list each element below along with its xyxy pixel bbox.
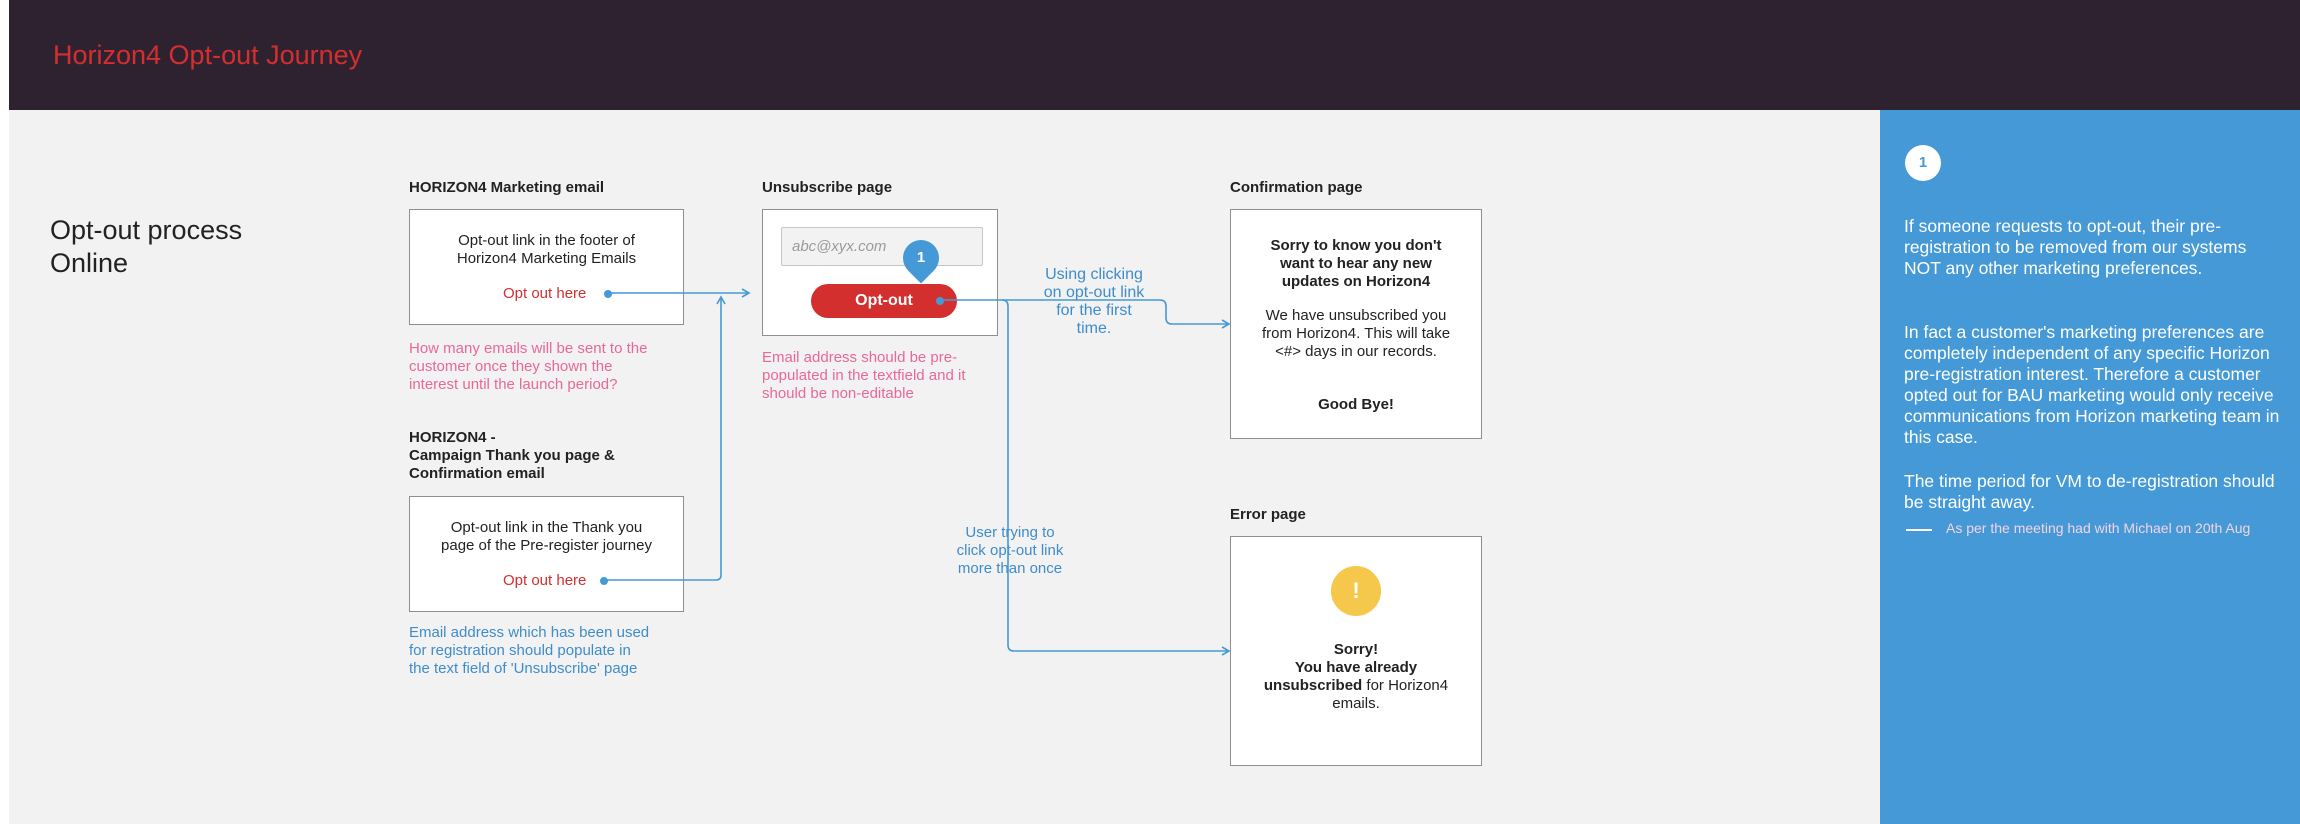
opt-out-link[interactable]: Opt out here — [503, 572, 587, 589]
confirmation-page-box: Sorry to know you don't want to hear any… — [1230, 209, 1482, 439]
heading-line: HORIZON4 - — [409, 429, 496, 446]
side-panel-badge: 1 — [1905, 145, 1941, 181]
heading-line: Confirmation email — [409, 465, 545, 482]
side-panel-paragraph: If someone requests to opt-out, their pr… — [1904, 216, 2247, 278]
thank-you-email-note: Email address which has been used for re… — [409, 624, 649, 678]
note-line: Email address which has been used — [409, 624, 650, 641]
thank-you-email-text: page of the Pre-register journey — [441, 537, 652, 554]
note-line: should be non-editable — [762, 385, 914, 402]
email-field[interactable] — [781, 227, 983, 266]
confirmation-bold-text: updates on Horizon4 — [1281, 273, 1431, 290]
marketing-email-text: Opt-out link in the footer of — [458, 232, 635, 249]
warning-icon: ! — [1331, 566, 1381, 616]
confirmation-signoff: Good Bye! — [1318, 396, 1394, 413]
error-title: Sorry! — [1333, 641, 1379, 658]
marketing-email-box: Opt-out link in the footer of Horizon4 M… — [409, 209, 684, 325]
flow-label-line: User trying to — [965, 524, 1055, 541]
note-line: How many emails will be sent to the — [409, 340, 648, 357]
confirmation-bold-text: Sorry to know you don't — [1270, 237, 1442, 254]
heading-line: Campaign Thank you page & — [409, 447, 615, 464]
flow-label-line: on opt-out link — [1043, 284, 1145, 301]
side-panel-paragraph: In fact a customer's marketing preferenc… — [1904, 322, 2280, 447]
error-page-heading: Error page — [1230, 506, 1306, 523]
confirmation-body-text: We have unsubscribed you — [1265, 307, 1447, 324]
unsubscribe-note: Email address should be pre- populated i… — [762, 349, 965, 403]
note-line: the text field of 'Unsubscribe' page — [409, 660, 638, 677]
note-line: customer once they shown the — [409, 358, 613, 375]
connector-dot — [600, 577, 608, 585]
error-text: unsubscribed for Horizon4 — [1231, 677, 1481, 695]
side-panel: 1 If someone requests to opt-out, their … — [1880, 110, 2300, 824]
thank-you-email-box: Opt-out link in the Thank you page of th… — [409, 496, 684, 612]
marketing-email-note: How many emails will be sent to the cust… — [409, 340, 647, 394]
confirmation-page-heading: Confirmation page — [1230, 179, 1363, 196]
error-text: emails. — [1332, 695, 1380, 712]
confirmation-body-text: from Horizon4. This will take — [1261, 325, 1451, 342]
note-line: Email address should be pre- — [762, 349, 958, 366]
connector-unsubscribe-to-confirmation — [941, 299, 1231, 329]
marker-number: 1 — [916, 249, 926, 266]
flow-label-first-time: Using clicking on opt-out link for the f… — [1030, 266, 1158, 338]
confirmation-body-text: <#> days in our records. — [1275, 343, 1437, 360]
connector-thankyou-to-unsubscribe — [603, 295, 726, 581]
thank-you-email-text: Opt-out link in the Thank you — [450, 519, 643, 536]
unsubscribe-page-box: Opt-out — [762, 209, 998, 336]
error-text: You have already — [1294, 659, 1418, 676]
unsubscribe-page-heading: Unsubscribe page — [762, 179, 893, 196]
marketing-email-text: Horizon4 Marketing Emails — [456, 250, 637, 267]
confirmation-bold-text: want to hear any new — [1280, 255, 1432, 272]
opt-out-button[interactable]: Opt-out — [811, 284, 957, 318]
note-line: populated in the textfield and it — [762, 367, 966, 384]
opt-out-link[interactable]: Opt out here — [503, 285, 587, 302]
thank-you-email-heading: HORIZON4 - Campaign Thank you page & Con… — [409, 429, 615, 483]
header-bar: Horizon4 Opt-out Journey — [9, 0, 2300, 110]
note-dash — [1906, 529, 1932, 531]
flow-label-repeat: User trying to click opt-out link more t… — [940, 524, 1080, 578]
flow-label-line: for the first — [1056, 302, 1132, 319]
error-page-box: Sorry! You have already unsubscribed for… — [1230, 536, 1482, 766]
connector-dot — [604, 290, 612, 298]
error-text-rest: for Horizon4 — [1362, 677, 1449, 694]
process-title: Opt-out process Online — [50, 214, 242, 280]
process-title-line: Opt-out process — [50, 215, 243, 245]
connector-dot — [936, 297, 944, 305]
error-text-bold: unsubscribed — [1263, 677, 1363, 694]
flow-label-line: time. — [1076, 320, 1112, 337]
process-title-line: Online — [50, 248, 129, 278]
side-panel-note: As per the meeting had with Michael on 2… — [1946, 520, 2251, 536]
page-title: Horizon4 Opt-out Journey — [53, 40, 363, 70]
marketing-email-heading: HORIZON4 Marketing email — [409, 179, 605, 196]
note-line: interest until the launch period? — [409, 376, 618, 393]
note-line: for registration should populate in — [409, 642, 631, 659]
flow-label-line: Using clicking — [1045, 266, 1143, 283]
side-panel-paragraph: The time period for VM to de-registratio… — [1904, 471, 2275, 512]
connector-unsubscribe-to-error — [1001, 299, 1231, 656]
flow-label-line: click opt-out link — [956, 542, 1064, 559]
flow-label-line: more than once — [957, 560, 1063, 577]
